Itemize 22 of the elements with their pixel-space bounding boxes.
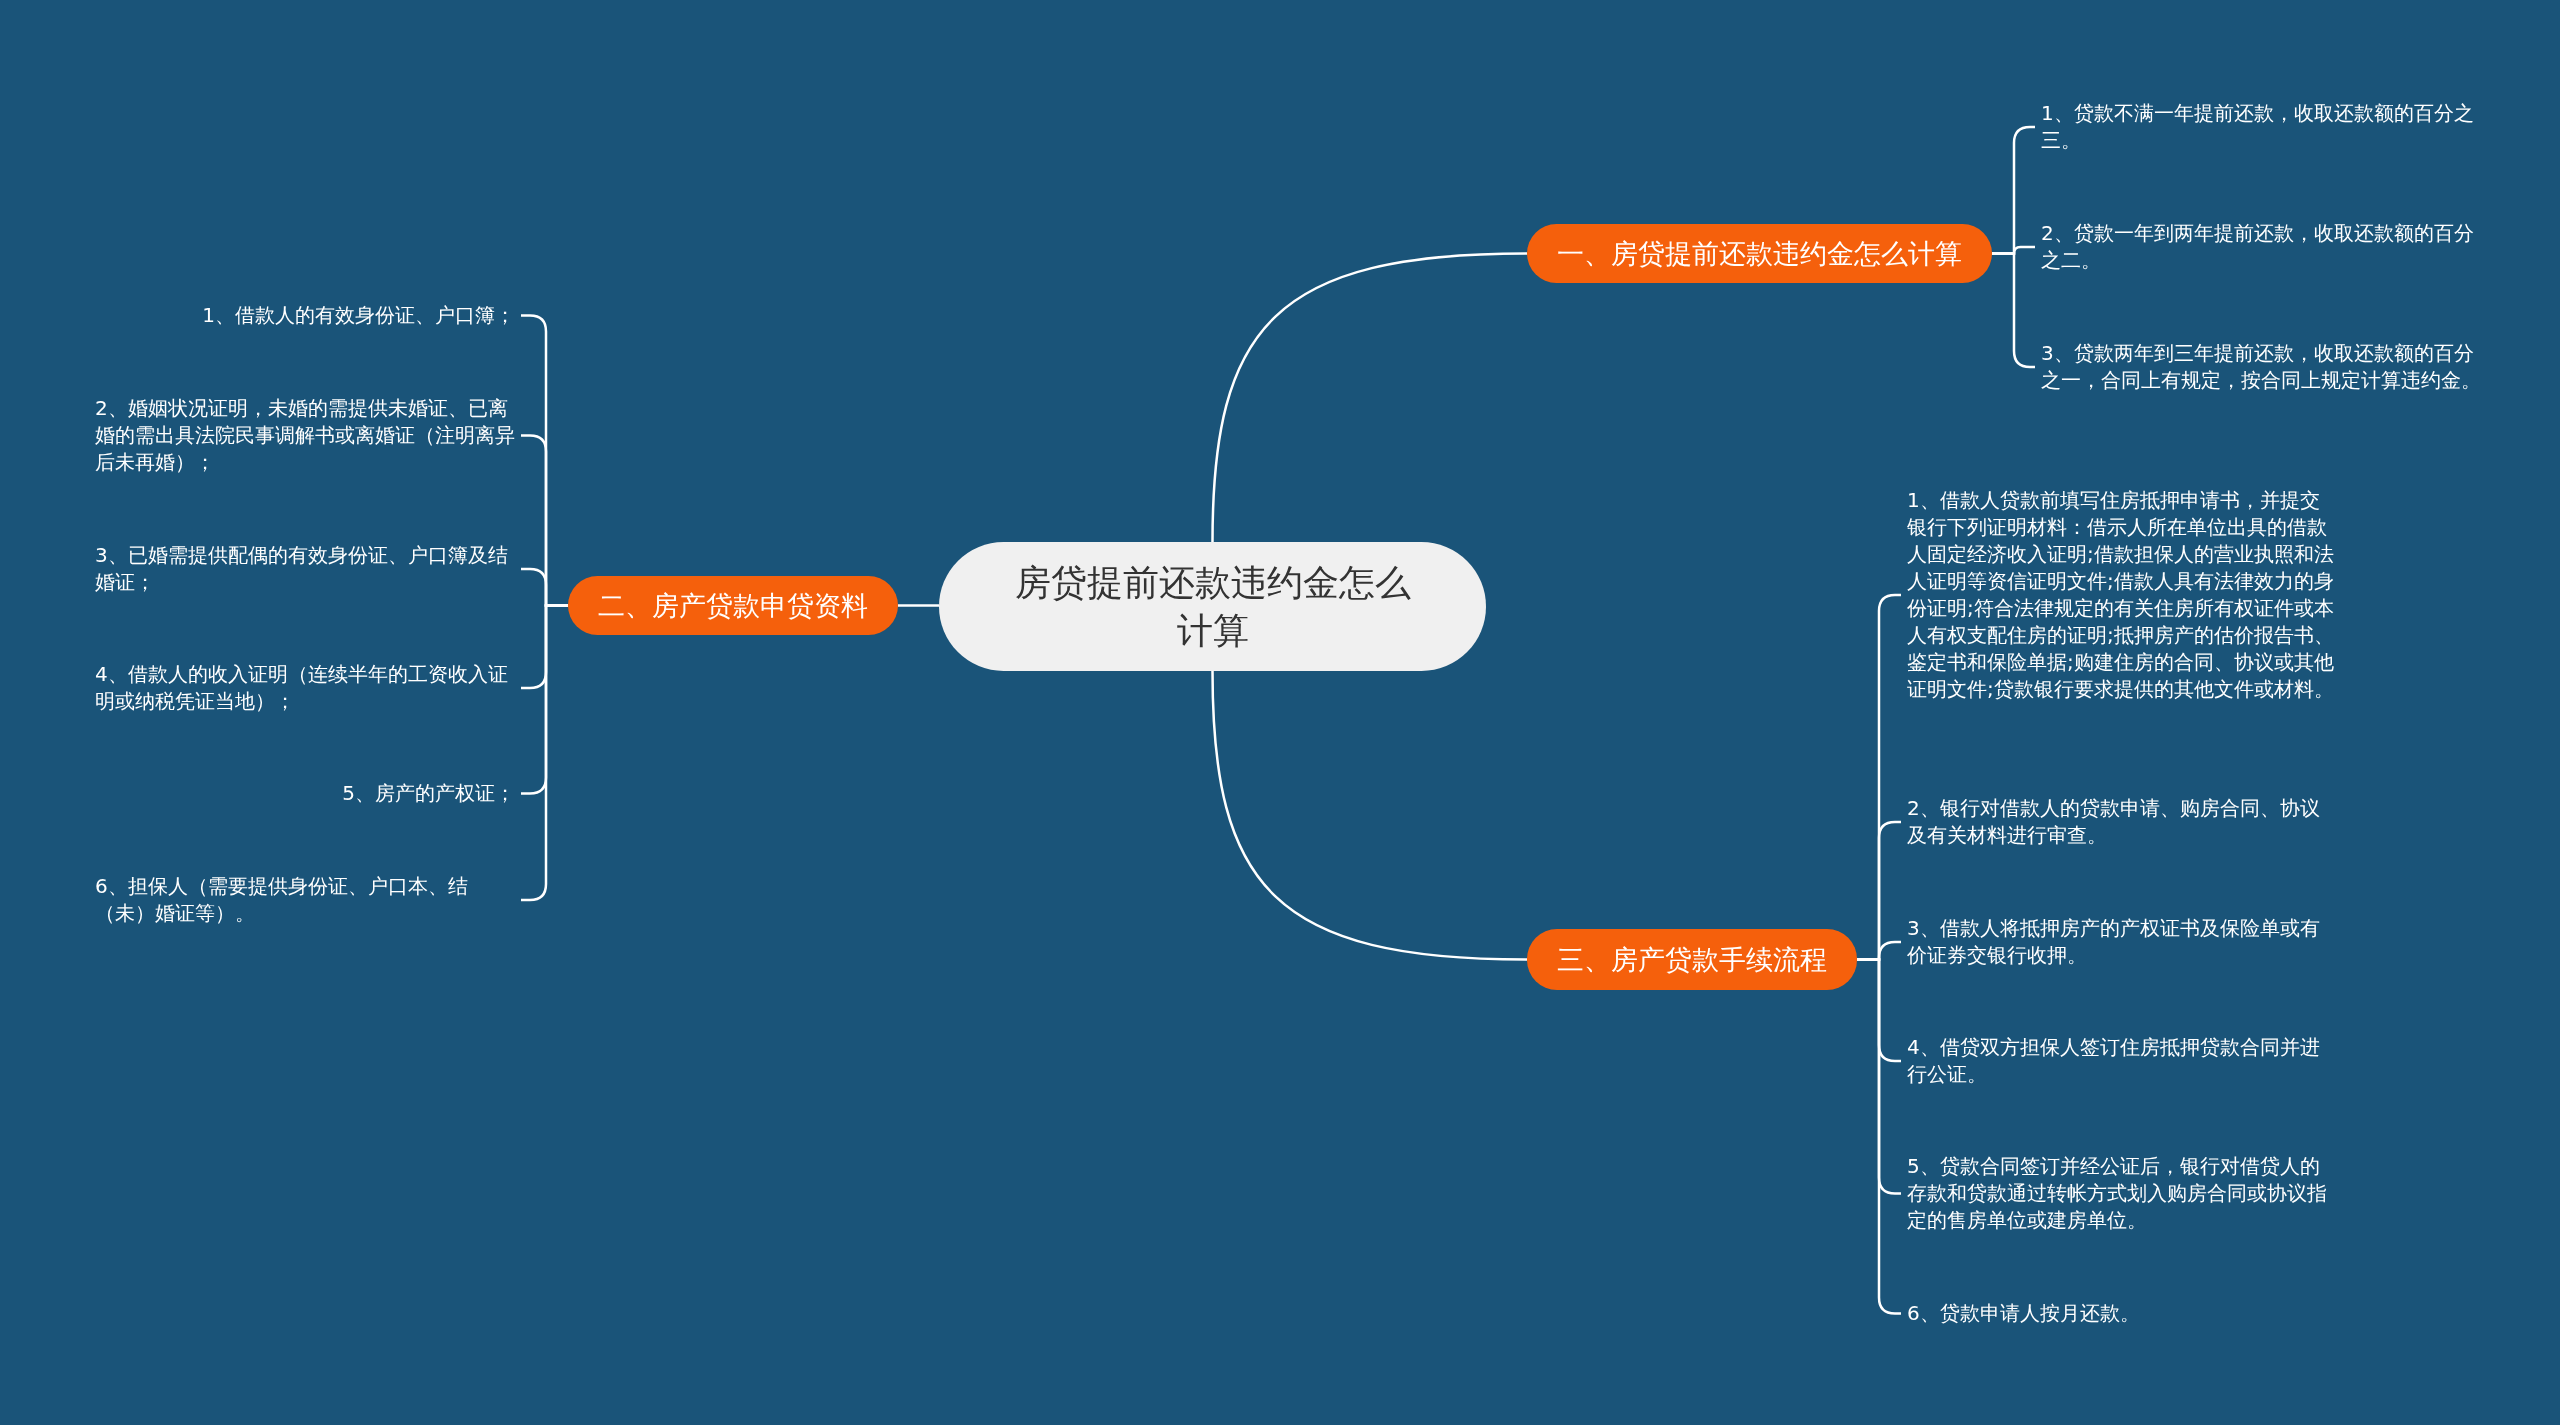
- central-topic-box: 房贷提前还款违约金怎么计算: [939, 542, 1486, 671]
- leaf-text: 2、贷款一年到两年提前还款，收取还款额的百分之二。: [2041, 220, 2481, 274]
- branch-topic-box: 一、房贷提前还款违约金怎么计算: [1527, 224, 1992, 283]
- leaf-text: 6、贷款申请人按月还款。: [1907, 1300, 2140, 1327]
- leaf-text: 1、借款人贷款前填写住房抵押申请书，并提交银行下列证明材料：借示人所在单位出具的借款人固定经济收入证明;借款担保人的营业执照和法人证明等资信证明文件;借款人具有法律效力的身份证明;符合法律规定的有关住房所有权证件或本人有权支配住房的证明;抵押房产的估价报告书、鉴定书和保险单据;购建住房的合同、协议或其他证明文件;贷款银行要求提供的其他文件或材料。: [1907, 487, 2337, 703]
- branch-topic-box: 三、房产贷款手续流程: [1527, 929, 1857, 990]
- leaf-text: 4、借款人的收入证明（连续半年的工资收入证明或纳税凭证当地）；: [95, 661, 515, 715]
- branch-topic-box: 二、房产贷款申贷资料: [568, 576, 898, 635]
- leaf-text: 2、银行对借款人的贷款申请、购房合同、协议及有关材料进行审查。: [1907, 795, 2337, 849]
- leaf-text: 5、贷款合同签订并经公证后，银行对借贷人的存款和贷款通过转帐方式划入购房合同或协议指定的售房单位或建房单位。: [1907, 1153, 2337, 1234]
- connector-line: [898, 604, 939, 607]
- leaf-text: 3、贷款两年到三年提前还款，收取还款额的百分之一，合同上有规定，按合同上规定计算违约金。: [2041, 340, 2481, 394]
- leaf-text: 5、房产的产权证；: [342, 780, 515, 807]
- leaf-text: 3、已婚需提供配偶的有效身份证、户口簿及结婚证；: [95, 542, 515, 596]
- leaf-text: 1、借款人的有效身份证、户口簿；: [202, 302, 515, 329]
- leaf-text: 6、担保人（需要提供身份证、户口本、结（未）婚证等）。: [95, 873, 515, 927]
- connector-line: [1211, 252, 1528, 543]
- leaf-text: 2、婚姻状况证明，未婚的需提供未婚证、已离婚的需出具法院民事调解书或离婚证（注明离异后未再婚）；: [95, 395, 515, 476]
- leaf-text: 3、借款人将抵押房产的产权证书及保险单或有价证券交银行收押。: [1907, 915, 2337, 969]
- leaf-text: 4、借贷双方担保人签订住房抵押贷款合同并进行公证。: [1907, 1034, 2337, 1088]
- connector-line: [1211, 670, 1528, 961]
- leaf-text: 1、贷款不满一年提前还款，收取还款额的百分之三。: [2041, 100, 2481, 154]
